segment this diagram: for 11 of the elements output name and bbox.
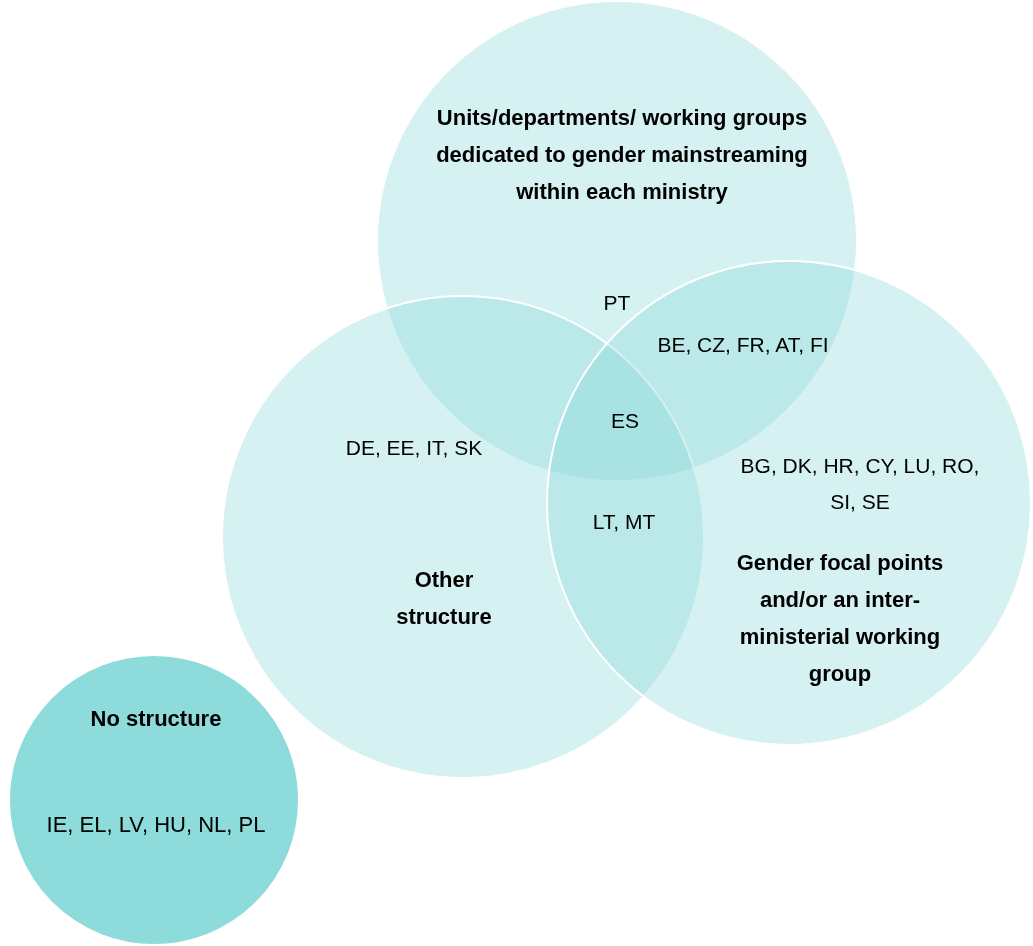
country-list: BG, DK, HR, CY, LU, RO, SI, SE [730,448,990,520]
country-list: ES [595,403,655,439]
country-list: PT [587,285,647,321]
circle-heading: No structure [89,705,223,733]
country-list: IE, EL, LV, HU, NL, PL [16,806,296,843]
circle-heading: Gender focal points and/or an inter- ministerial working group [735,549,945,688]
circle-heading: Units/departments/ working groups dedicated to gender mainstreaming within each ministry [435,104,809,206]
country-list: BE, CZ, FR, AT, FI [643,327,843,363]
circle-heading: Other structure [395,566,493,631]
country-list: LT, MT [569,504,679,540]
country-list: DE, EE, IT, SK [314,430,514,466]
